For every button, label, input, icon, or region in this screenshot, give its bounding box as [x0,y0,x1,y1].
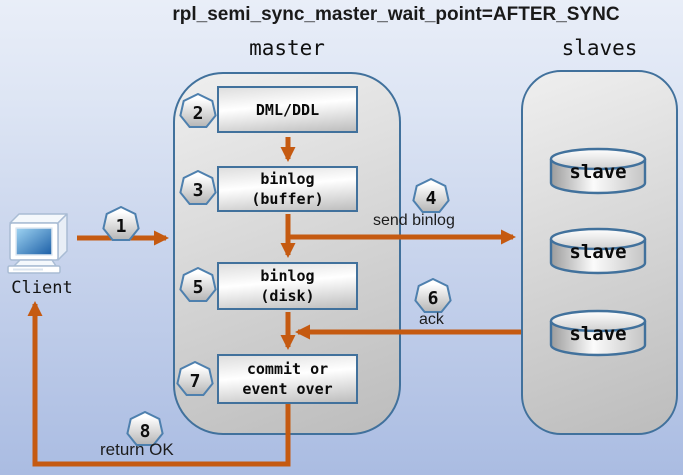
heptagon-icon [126,411,164,446]
master-group-label: master [249,36,325,60]
box-binlog-disk: binlog (disk) [217,262,358,310]
box-commit-event-over: commit or event over [217,354,358,404]
client-computer-icon [7,213,68,274]
slave-node: slave [548,146,648,196]
step-badge-1: 1 [100,206,142,244]
slave-label: slave [569,241,627,263]
heptagon-icon [179,170,217,205]
slave-node: slave [548,226,648,276]
slave-label: slave [569,161,627,183]
heptagon-icon [179,93,217,128]
send-binlog-label: send binlog [373,212,455,229]
slave-label: slave [569,323,627,345]
step-number: 4 [425,187,437,209]
database-cylinder-icon [549,309,647,357]
box-binlog-buffer: binlog (buffer) [217,166,358,212]
step-badge-8: 8 [124,411,166,449]
slave-node: slave [548,308,648,358]
database-cylinder-icon [549,147,647,195]
step-badge-6: 6 [412,278,454,316]
step-number: 2 [192,102,204,124]
step-number: 7 [189,370,201,392]
step-badge-7: 7 [174,361,216,399]
database-cylinder-icon [549,227,647,275]
step-number: 3 [192,179,204,201]
heptagon-icon [102,206,140,241]
step-number: 5 [192,276,204,298]
heptagon-icon [414,278,452,313]
step-badge-2: 2 [177,93,219,131]
step-number: 1 [115,215,127,237]
step-badge-5: 5 [177,267,219,305]
heptagon-icon [176,361,214,396]
arrow-return-ok-to-client [27,301,291,467]
step-badge-4: 4 [410,178,452,216]
ack-label: ack [419,311,444,328]
box-dml-ddl: DML/DDL [217,86,358,133]
step-number: 6 [427,287,439,309]
step-badge-3: 3 [177,170,219,208]
client-label: Client [11,278,73,298]
heptagon-icon [179,267,217,302]
client-node: Client [6,211,78,298]
return-ok-label: return OK [100,440,174,459]
page-title: rpl_semi_sync_master_wait_point=AFTER_SY… [172,4,620,25]
heptagon-icon [412,178,450,213]
step-number: 8 [139,420,151,442]
slaves-group-label: slaves [561,36,638,60]
